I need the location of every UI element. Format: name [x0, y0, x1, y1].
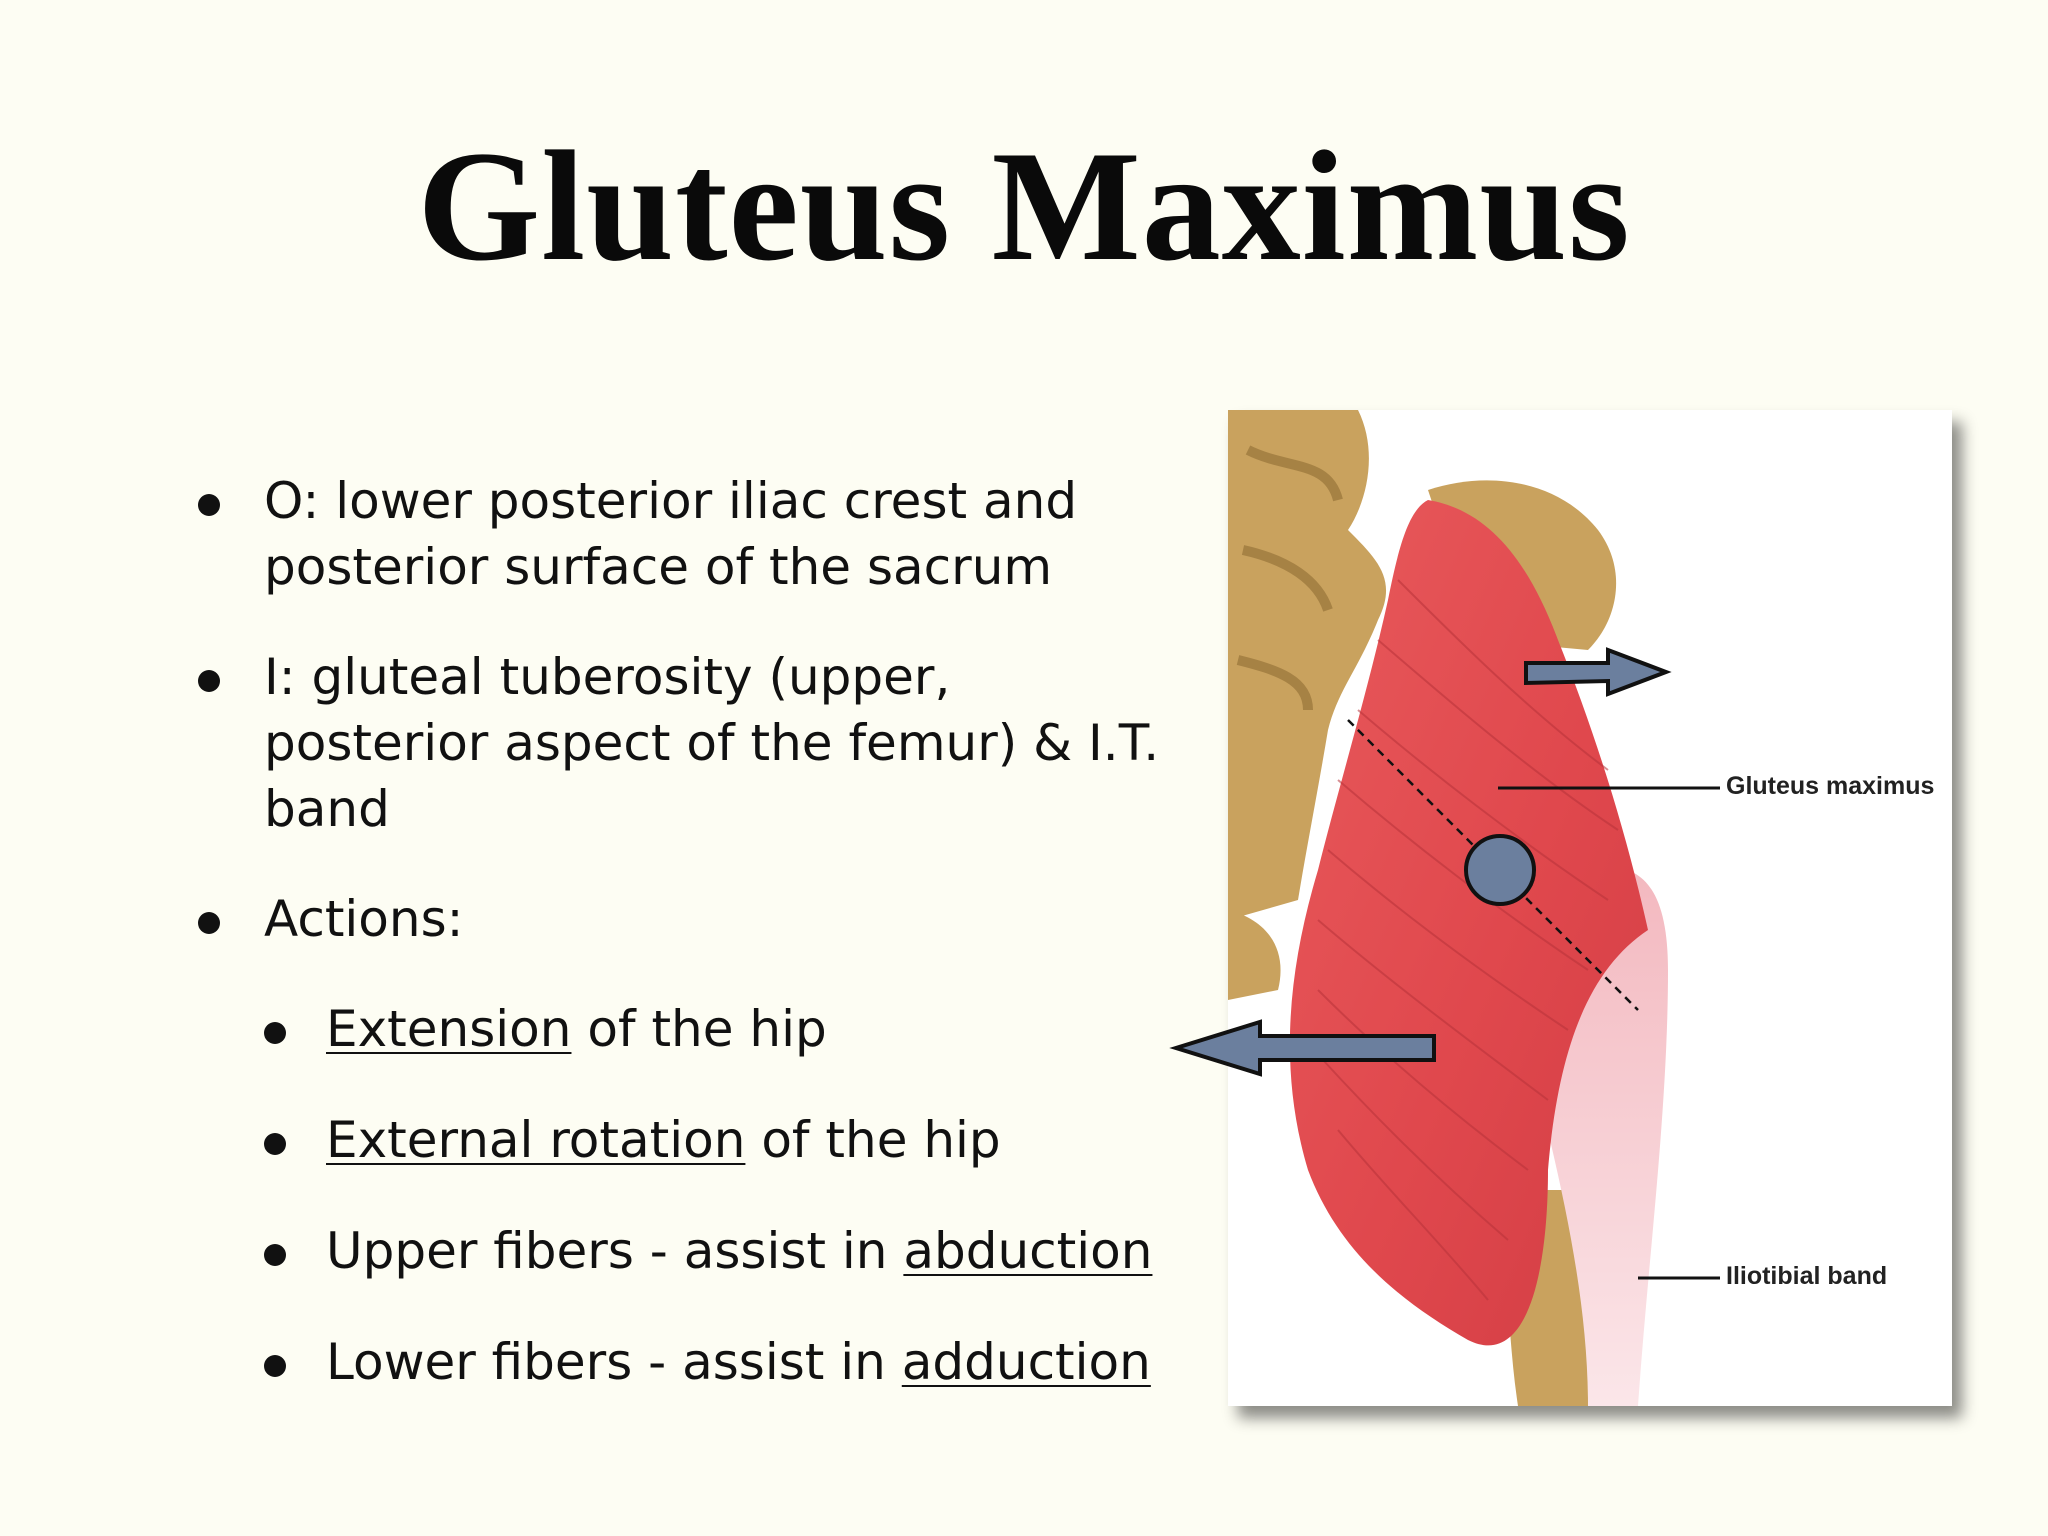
gluteus-illustration [1228, 410, 1720, 1406]
muscle-fibers [1317, 579, 1619, 1301]
action-text: of the hip [571, 1000, 827, 1058]
action-term: abduction [903, 1222, 1153, 1280]
pivot-circle [1464, 834, 1536, 906]
label-gluteus-maximus: Gluteus maximus [1726, 772, 1935, 800]
sacrum-bone [1228, 410, 1387, 920]
label-iliotibial-band: Iliotibial band [1726, 1262, 1888, 1290]
slide-title: Gluteus Maximus [417, 119, 1631, 294]
action-item-abduction: Upper fibers - assist in abduction [190, 1218, 1170, 1284]
vertebra-bone [1236, 445, 1343, 711]
coccyx-bone [1228, 910, 1281, 1000]
action-text: of the hip [745, 1111, 1001, 1169]
bullet-actions-heading: Actions: [190, 886, 1170, 952]
action-item-extension: Extension of the hip [190, 996, 1170, 1062]
action-term: External rotation [326, 1111, 746, 1169]
action-term: Extension [326, 1000, 572, 1058]
action-item-external-rotation: External rotation of the hip [190, 1107, 1170, 1173]
bullet-origin: O: lower posterior iliac crest and poste… [190, 468, 1170, 600]
bullet-insertion: I: gluteal tuberosity (upper, posterior … [190, 644, 1170, 842]
anatomy-figure: Gluteus maximus Iliotibial band [1228, 410, 1952, 1406]
action-item-adduction: Lower fibers - assist in adduction [190, 1329, 1170, 1395]
action-text: Upper fibers - assist in [326, 1222, 904, 1280]
axis-dashed-line [1347, 719, 1639, 1011]
arrow-right-icon [1524, 647, 1672, 697]
action-text: Lower fibers - assist in [326, 1333, 902, 1391]
bullet-list: O: lower posterior iliac crest and poste… [190, 468, 1170, 1440]
gluteus-maximus-muscle [1289, 500, 1648, 1346]
action-term: adduction [901, 1333, 1151, 1391]
